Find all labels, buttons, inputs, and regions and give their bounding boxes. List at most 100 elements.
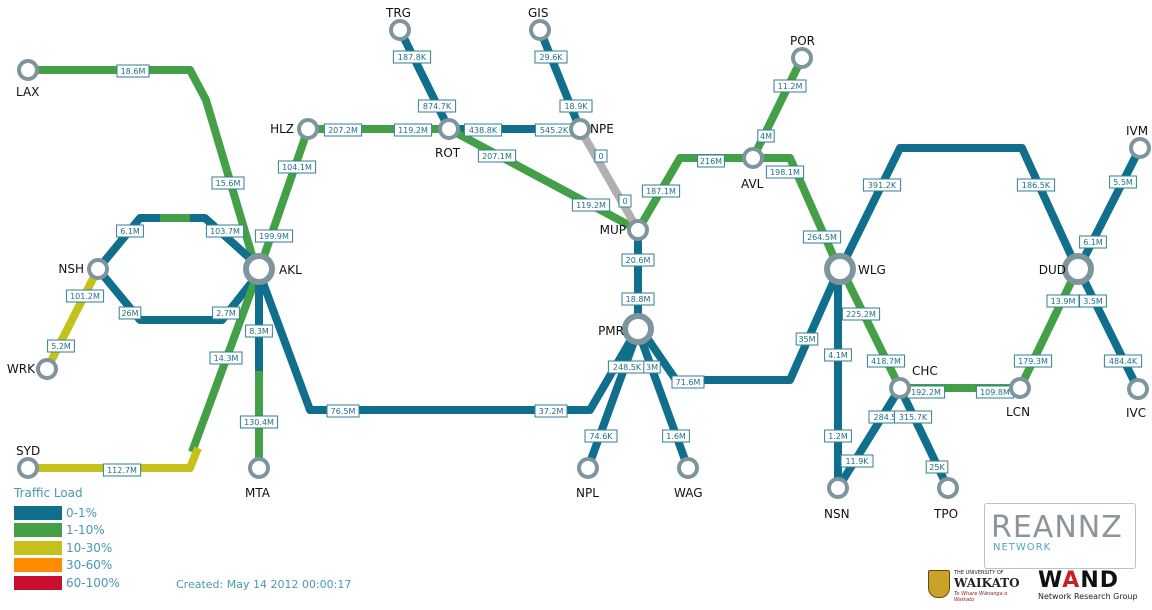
- link-label: 187.1M: [641, 184, 681, 198]
- node-lax[interactable]: [17, 59, 39, 81]
- node-akl[interactable]: [243, 253, 275, 285]
- link-label: 207.2M: [323, 123, 363, 137]
- node-npl[interactable]: [577, 457, 599, 479]
- wand-logo: WAND Network Research Group: [1036, 568, 1148, 602]
- link-label-text: 1.6M: [666, 432, 686, 441]
- link-label-text: 192.2M: [911, 388, 941, 397]
- link-label-text: 4M: [760, 132, 772, 141]
- link-label: 391.2K: [862, 178, 902, 192]
- link-label-box: [239, 415, 279, 429]
- link-label-text: 6.1M: [120, 227, 140, 236]
- link-label-text: 71.6M: [676, 378, 701, 387]
- link-label-box: [118, 306, 142, 320]
- link-avl-wlg: [753, 154, 840, 264]
- link-label: 874.7K: [417, 99, 457, 113]
- link-label-text: 187.8K: [398, 53, 427, 62]
- link-label-text: 37.2M: [539, 407, 564, 416]
- link-label-text: 186.5K: [1022, 181, 1051, 190]
- link-label-text: 0: [622, 197, 627, 206]
- link-label: 11.9K: [840, 454, 874, 468]
- node-pmr[interactable]: [622, 313, 654, 345]
- link-label-text: 484.4K: [1109, 357, 1138, 366]
- node-trg[interactable]: [389, 19, 411, 41]
- node-name: MUP: [600, 223, 626, 237]
- link-label: 5.2M: [47, 339, 75, 353]
- link-label-box: [211, 176, 245, 190]
- wand-word-a: A: [1062, 568, 1081, 593]
- link-label: 130.4M: [239, 415, 279, 429]
- node-hlz[interactable]: [297, 118, 319, 140]
- node-npe[interactable]: [569, 118, 591, 140]
- link-label-text: 20.6M: [626, 256, 651, 265]
- node-lcn[interactable]: [1009, 377, 1031, 399]
- link-label-text: 284.5: [874, 413, 897, 422]
- node-name: NSH: [58, 262, 84, 276]
- link-label-box: [773, 79, 807, 93]
- link-label-text: 11.9K: [845, 457, 869, 466]
- node-avl[interactable]: [742, 147, 764, 169]
- link-label: 198.1M: [765, 165, 805, 179]
- node-tpo[interactable]: [937, 477, 959, 499]
- link-label: 2.7M: [212, 306, 240, 320]
- node-wlg[interactable]: [824, 253, 856, 285]
- node-nsh[interactable]: [87, 258, 109, 280]
- created-timestamp: Created: May 14 2012 00:00:17: [176, 578, 352, 591]
- link-label-box: [621, 292, 655, 306]
- node-ivm[interactable]: [1129, 137, 1151, 159]
- node-dud[interactable]: [1062, 253, 1094, 285]
- link-label-text: 418.7M: [871, 357, 901, 366]
- node-syd[interactable]: [17, 457, 39, 479]
- link-label: 13.9M: [1046, 294, 1080, 308]
- node-nsn[interactable]: [827, 477, 849, 499]
- link-label-text: 109.8M: [980, 388, 1010, 397]
- link-label-text: 1.2M: [828, 432, 848, 441]
- legend-swatch: [14, 540, 62, 555]
- link-label-box: [326, 404, 360, 418]
- link-label-text: 6.1M: [1083, 238, 1103, 247]
- node-wrk[interactable]: [36, 358, 58, 380]
- link-pmr-npl: [584, 334, 640, 470]
- legend-item: 10-30%: [14, 539, 120, 557]
- node-gis[interactable]: [529, 19, 551, 41]
- link-label-text: 18.6M: [121, 67, 146, 76]
- link-label-box: [1016, 178, 1056, 192]
- node-ivc[interactable]: [1127, 378, 1149, 400]
- link-label-text: 545.2K: [540, 126, 569, 135]
- node-wag[interactable]: [677, 457, 699, 479]
- link-label: 18.9K: [559, 99, 593, 113]
- node-name: LAX: [16, 85, 39, 99]
- link-label-box: [925, 460, 949, 474]
- link-label-box: [116, 224, 144, 238]
- node-mta[interactable]: [248, 457, 270, 479]
- legend-label: 0-1%: [66, 505, 98, 520]
- link-label-box: [1046, 294, 1080, 308]
- link-label-box: [765, 165, 805, 179]
- legend-label: 60-100%: [66, 575, 120, 590]
- node-mup[interactable]: [627, 219, 649, 241]
- node-name: WAG: [674, 486, 703, 500]
- node-name: TRG: [385, 6, 411, 20]
- link-npe-mup: [576, 127, 642, 232]
- link-label-box: [392, 50, 432, 64]
- link-label-box: [643, 360, 661, 374]
- waikato-wordmark: WAIKATO: [954, 576, 1020, 590]
- node-name: DUD: [1039, 263, 1066, 277]
- link-label-text: 104.1M: [282, 163, 312, 172]
- link-label: 6.1M: [1079, 235, 1107, 249]
- link-wlg-chc: [841, 274, 904, 390]
- node-por[interactable]: [791, 47, 813, 69]
- node-rot[interactable]: [438, 118, 460, 140]
- link-syd-akl: [28, 446, 202, 472]
- link-label: 35M: [795, 332, 819, 346]
- link-label: 192.2M: [906, 385, 946, 399]
- node-name: SYD: [16, 444, 40, 458]
- link-label-box: [205, 224, 245, 238]
- link-label: 18.8M: [621, 292, 655, 306]
- link-label-text: 4.1M: [828, 351, 848, 360]
- node-chc[interactable]: [889, 377, 911, 399]
- link-label-box: [862, 178, 902, 192]
- link-label-text: 198.1M: [770, 168, 800, 177]
- link-label-text: 2.7M: [216, 309, 236, 318]
- node-name: CHC: [912, 364, 938, 378]
- legend-item: 60-100%: [14, 574, 120, 592]
